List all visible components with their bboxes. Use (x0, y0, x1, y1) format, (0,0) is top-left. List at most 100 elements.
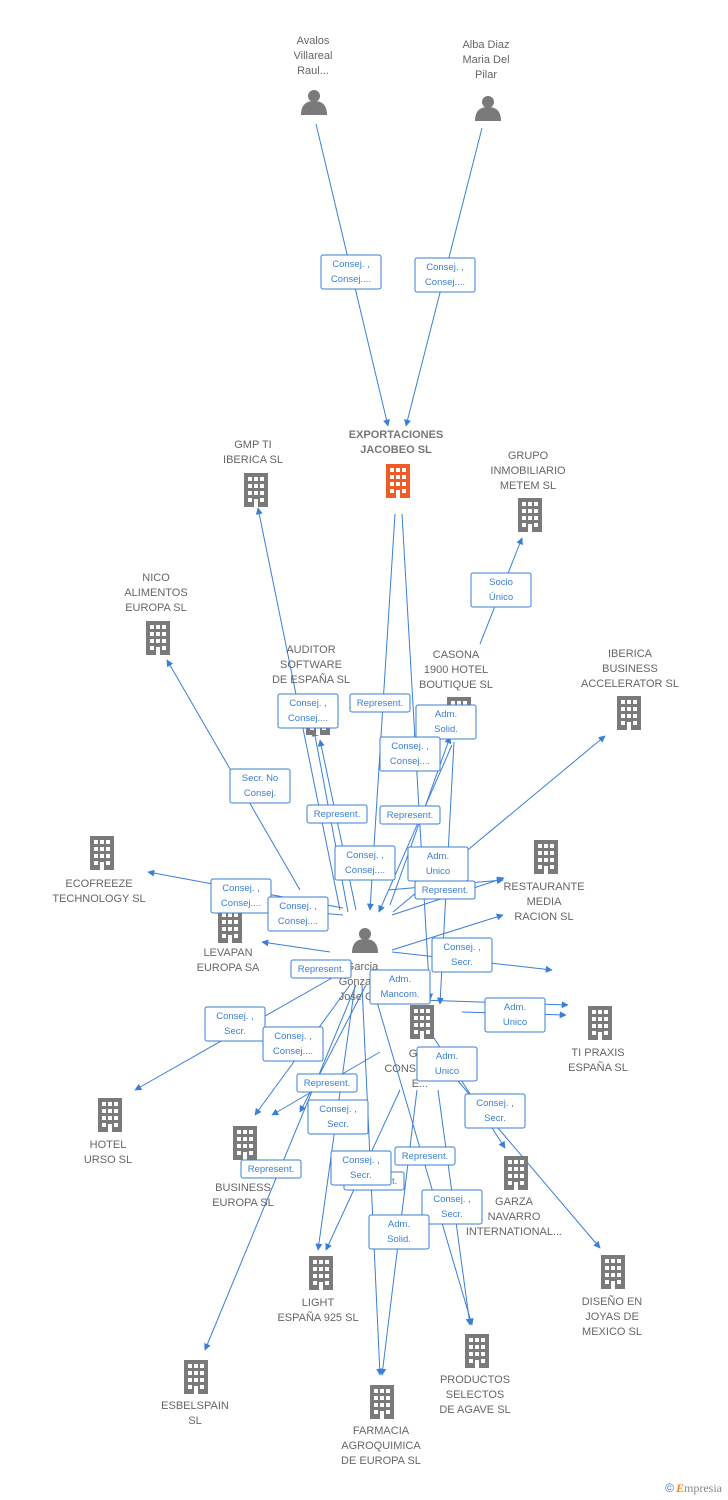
relation-text: Consej. (244, 788, 276, 799)
relation-text: Consej.... (345, 865, 385, 876)
relation-text: Secr. (451, 957, 473, 968)
relation-text: Secr. (441, 1209, 463, 1220)
relation-label-4[interactable]: Represent. (349, 693, 411, 713)
relation-label-16[interactable]: Consej. ,Secr. (431, 937, 493, 973)
edge-12 (317, 739, 357, 911)
relation-label-15[interactable]: Represent. (290, 959, 352, 979)
relation-label-17[interactable]: Adm.Mancom. (369, 969, 431, 1005)
relation-label-8[interactable]: Represent. (306, 804, 368, 824)
relation-label-29[interactable]: Consej. ,Secr. (421, 1189, 483, 1225)
relation-label-11[interactable]: Consej. ,Consej.... (210, 878, 272, 914)
relation-label-22[interactable]: Adm.Unico (416, 1046, 478, 1082)
relation-label-20[interactable]: Consej. ,Consej.... (262, 1026, 324, 1062)
relation-label-14[interactable]: Represent. (414, 880, 476, 900)
relation-text: Secr. (350, 1170, 372, 1181)
relation-label-25[interactable]: Represent. (240, 1159, 302, 1179)
person-icon (301, 90, 327, 115)
relation-text: Unico (426, 866, 450, 877)
relation-text: Represent. (314, 809, 360, 820)
building-icon (504, 1156, 528, 1190)
relation-text: Consej. , (279, 901, 317, 912)
person-icon (352, 928, 378, 953)
relation-label-9[interactable]: Represent. (379, 805, 441, 825)
relation-text: Consej. , (426, 262, 464, 273)
relation-label-27[interactable]: Represent. (394, 1146, 456, 1166)
relation-label-21[interactable]: Represent. (296, 1073, 358, 1093)
relation-label-10[interactable]: Consej. ,Consej.... (334, 845, 396, 881)
relation-label-24[interactable]: Consej. ,Secr. (307, 1099, 369, 1135)
relation-label-12[interactable]: Adm.Unico (407, 846, 469, 882)
empresia-footer[interactable]: ©Empresia (665, 1481, 722, 1496)
relation-text: Consej.... (425, 277, 465, 288)
relation-label-23[interactable]: Consej. ,Secr. (464, 1093, 526, 1129)
relation-label-6[interactable]: Consej. ,Consej.... (379, 736, 441, 772)
edge-17 (261, 939, 331, 953)
relation-text: Represent. (402, 1151, 448, 1162)
relation-text: Único (489, 592, 513, 603)
relation-text: Consej.... (390, 756, 430, 767)
relation-label-19[interactable]: Consej. ,Secr. (204, 1006, 266, 1042)
edge-18 (391, 913, 504, 951)
relation-text: Adm. (389, 974, 411, 985)
relation-text: Represent. (298, 964, 344, 975)
building-icon (617, 696, 641, 730)
relation-label-1[interactable]: Consej. , Consej.... (414, 257, 476, 293)
building-icon (588, 1006, 612, 1040)
brand-logo-text: mpresia (684, 1481, 722, 1495)
relation-text: Consej. , (222, 883, 260, 894)
relation-label-13[interactable]: Consej. , Consej.... (267, 896, 329, 932)
relation-text: Adm. (504, 1002, 526, 1013)
relation-label-30[interactable]: Adm.Solid. (368, 1214, 430, 1250)
relation-text: Consej. , (332, 259, 370, 270)
relations-layer: Consej. , Consej.... Consej. , Consej.... So… (204, 254, 546, 1250)
relation-text: Secr. (484, 1113, 506, 1124)
relation-text: Socio (489, 577, 513, 588)
relation-label-5[interactable]: Adm.Solid. (415, 704, 477, 740)
relation-text: Represent. (422, 885, 468, 896)
relation-text: Consej.... (278, 916, 318, 927)
building-icon (370, 1385, 394, 1419)
relation-label-0[interactable]: Consej. ,Consej.... (320, 254, 382, 290)
relation-label-18[interactable]: Adm.Unico (484, 997, 546, 1033)
relation-text: Represent. (248, 1164, 294, 1175)
building-icon (146, 621, 170, 655)
relation-label-3[interactable]: Consej. ,Consej.... (277, 693, 339, 729)
relation-text: Represent. (387, 810, 433, 821)
relation-text: Adm. (435, 709, 457, 720)
relation-label-28[interactable]: Consej. ,Secr. (330, 1150, 392, 1186)
building-icon (233, 1126, 257, 1160)
